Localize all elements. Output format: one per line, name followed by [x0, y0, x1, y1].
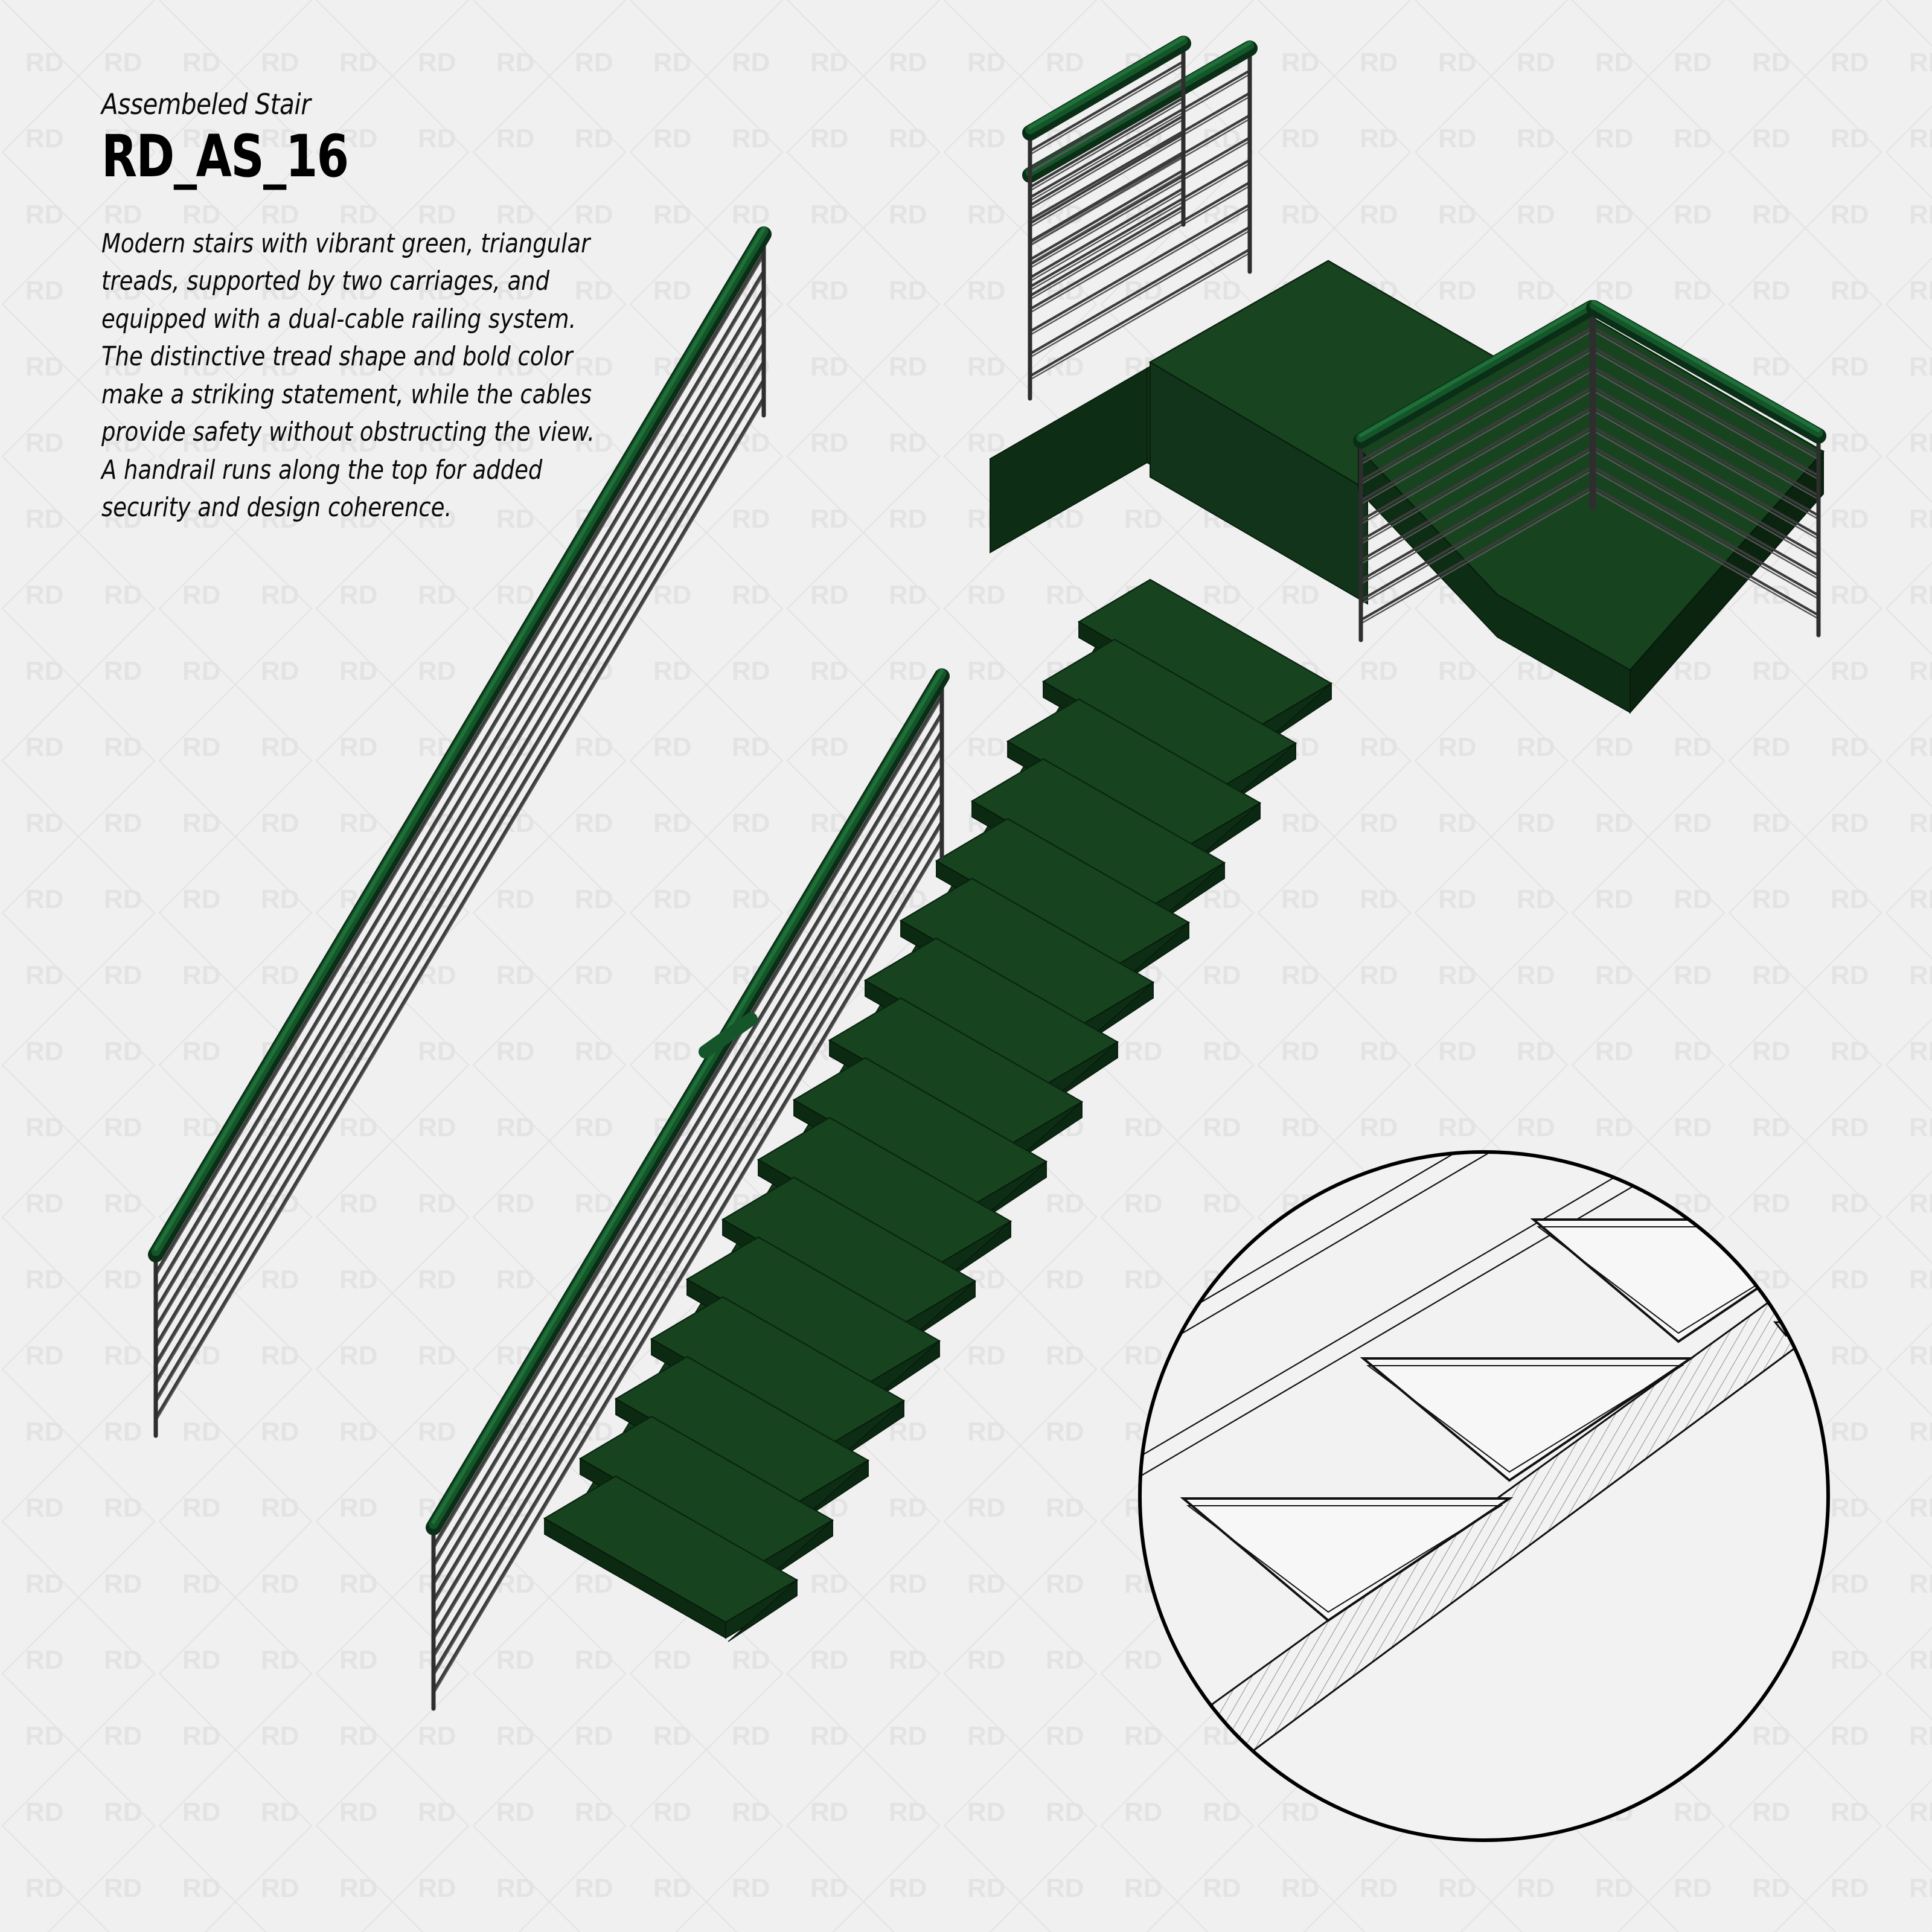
title-block: Assembeled Stair RD_AS_16 Modern stairs …	[101, 91, 886, 527]
page-title: RD_AS_16	[101, 123, 349, 190]
description-text: Modern stairs with vibrant green, triang…	[101, 228, 595, 523]
sheet-subtitle: Assembeled Stair	[101, 88, 311, 121]
